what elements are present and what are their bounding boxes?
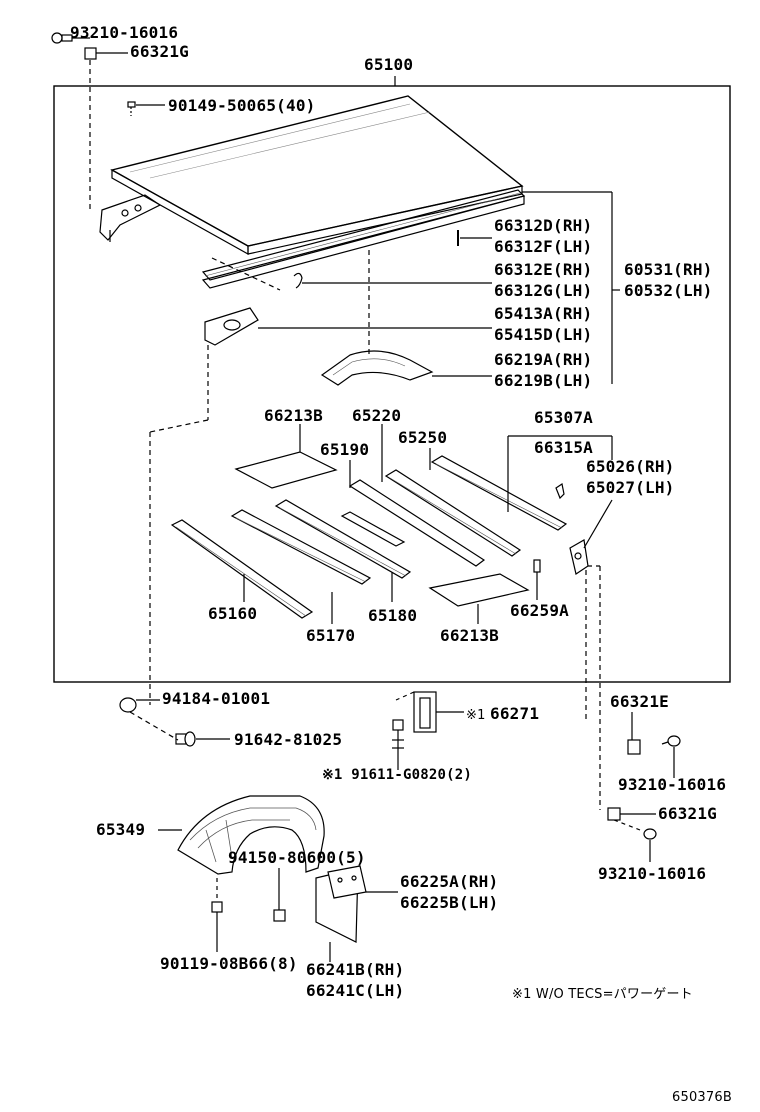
bolt-91642 [175,731,196,747]
label-65026: 65026(RH) [586,457,675,476]
label-66312f: 66312F(LH) [494,237,593,256]
fender-65349 [177,795,325,875]
deck-board [110,95,524,256]
label-91611: ※1 91611-G0820(2) [322,767,472,783]
label-65170: 65170 [306,626,356,645]
label-65349: 65349 [96,820,146,839]
label-66219a: 66219A(RH) [494,350,593,369]
member-65220 [348,479,486,567]
pin-66312e [293,272,303,289]
assembly-frame [53,85,731,683]
label-66315a: 66315A [534,438,593,457]
panel-66213b-bottom [428,573,530,607]
mudflap-66241b [315,865,367,943]
label-65307a: 65307A [534,408,593,427]
bolt-93210-bottom [643,828,657,840]
liner-66219a [320,350,434,386]
label-66312e: 66312E(RH) [494,260,593,279]
label-94184: 94184-01001 [162,689,271,708]
member-65160 [170,519,314,619]
label-60532: 60532(LH) [624,281,713,300]
nut-94150 [273,909,286,922]
clip-66321g-bottom [607,807,621,821]
clip-66321e [627,739,641,755]
label-94150: 94150-80600(5) [228,848,366,867]
label-66321e: 66321E [610,692,669,711]
label-66271-mark: ※1 [466,708,486,723]
side-rail [201,189,526,291]
bolt-90119 [211,901,223,942]
member-65190 [340,511,406,547]
label-assembly-65100: 65100 [364,55,414,74]
label-91642: 91642-81025 [234,730,343,749]
figure-id: 650376B [672,1090,732,1105]
label-65220: 65220 [352,406,402,425]
label-66213b-top: 66213B [264,406,323,425]
member-65180 [274,499,412,579]
bolt-93210-top [51,32,73,44]
member-65170 [230,509,372,585]
label-65413a: 65413A(RH) [494,304,593,323]
label-66213b-bottom: 66213B [440,626,499,645]
label-66241c: 66241C(LH) [306,981,405,1000]
label-66219b: 66219B(LH) [494,371,593,390]
clip-66321g-top [84,47,97,60]
label-65027: 65027(LH) [586,478,675,497]
bracket-left [99,194,162,242]
label-66312g: 66312G(LH) [494,281,593,300]
nut-94184 [119,697,137,713]
label-66225b: 66225B(LH) [400,893,499,912]
label-66241b: 66241B(RH) [306,960,405,979]
label-93210-bottom: 93210-16016 [598,864,707,883]
bracket-66271 [413,691,437,733]
label-90119: 90119-08B66(8) [160,954,298,973]
label-66259a: 66259A [510,601,569,620]
label-66321g-bottom: 66321G [658,804,717,823]
label-66225a: 66225A(RH) [400,872,499,891]
bolt-93210-mid [661,735,681,747]
gusset-65413a [204,307,259,346]
label-93210-top: 93210-16016 [70,23,179,42]
label-65180: 65180 [368,606,418,625]
label-93210-mid: 93210-16016 [618,775,727,794]
label-90149: 90149-50065(40) [168,96,316,115]
panel-66213b-top [234,451,338,489]
label-65160: 65160 [208,604,258,623]
spacer-66259a [533,559,541,573]
clip-91611 [392,719,404,760]
label-60531: 60531(RH) [624,260,713,279]
footnote: ※1 W/O TECS=パワーゲート [512,987,693,1002]
screw-90149 [127,101,136,116]
bracket-66315a [555,483,565,500]
label-65250: 65250 [398,428,448,447]
label-66312d: 66312D(RH) [494,216,593,235]
member-65250 [384,469,522,557]
member-65307a [430,455,568,531]
label-66321g-top: 66321G [130,42,189,61]
label-66271: 66271 [490,704,540,723]
label-65415d: 65415D(LH) [494,325,593,344]
label-65190: 65190 [320,440,370,459]
